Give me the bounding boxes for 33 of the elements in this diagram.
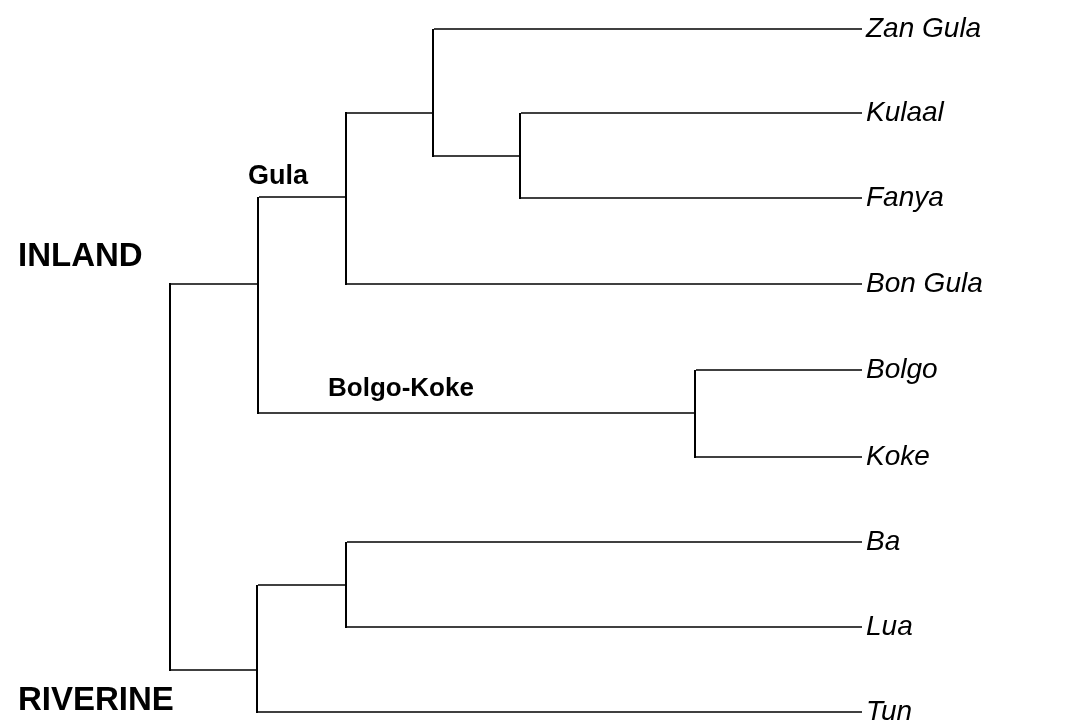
taxon-label: Koke [866, 439, 930, 473]
junction-line [345, 112, 347, 285]
junction-line [169, 283, 171, 671]
tree-branch [258, 196, 346, 198]
junction-line [432, 29, 434, 157]
taxon-label: Tun [866, 694, 913, 726]
taxon-label: Kulaal [866, 95, 944, 129]
junction-line [694, 370, 696, 458]
junction-line [519, 113, 521, 199]
tree-branch [433, 28, 863, 30]
tree-branch [695, 456, 863, 458]
tree-branch [433, 155, 520, 157]
tree-branch [346, 626, 863, 628]
tree-branch [257, 584, 346, 586]
tree-branch [170, 669, 257, 671]
tree-branch [346, 541, 863, 543]
taxon-label: Ba [866, 524, 901, 558]
taxon-label: Lua [866, 609, 913, 643]
tree-branch [346, 112, 433, 114]
tree-branch [258, 412, 695, 414]
taxon-label: Zan Gula [866, 11, 982, 45]
tree-branch [695, 369, 863, 371]
tree-branch [170, 283, 258, 285]
junction-line [345, 542, 347, 628]
taxon-label: Fanya [866, 180, 944, 214]
tree-branch [346, 283, 863, 285]
tree-branch [520, 197, 863, 199]
tree-branch [257, 711, 863, 713]
junction-line [256, 585, 258, 713]
junction-line [257, 197, 259, 414]
tree-branch [520, 112, 863, 114]
taxon-label: Bolgo [866, 352, 938, 386]
taxon-label: Bon Gula [866, 266, 983, 300]
